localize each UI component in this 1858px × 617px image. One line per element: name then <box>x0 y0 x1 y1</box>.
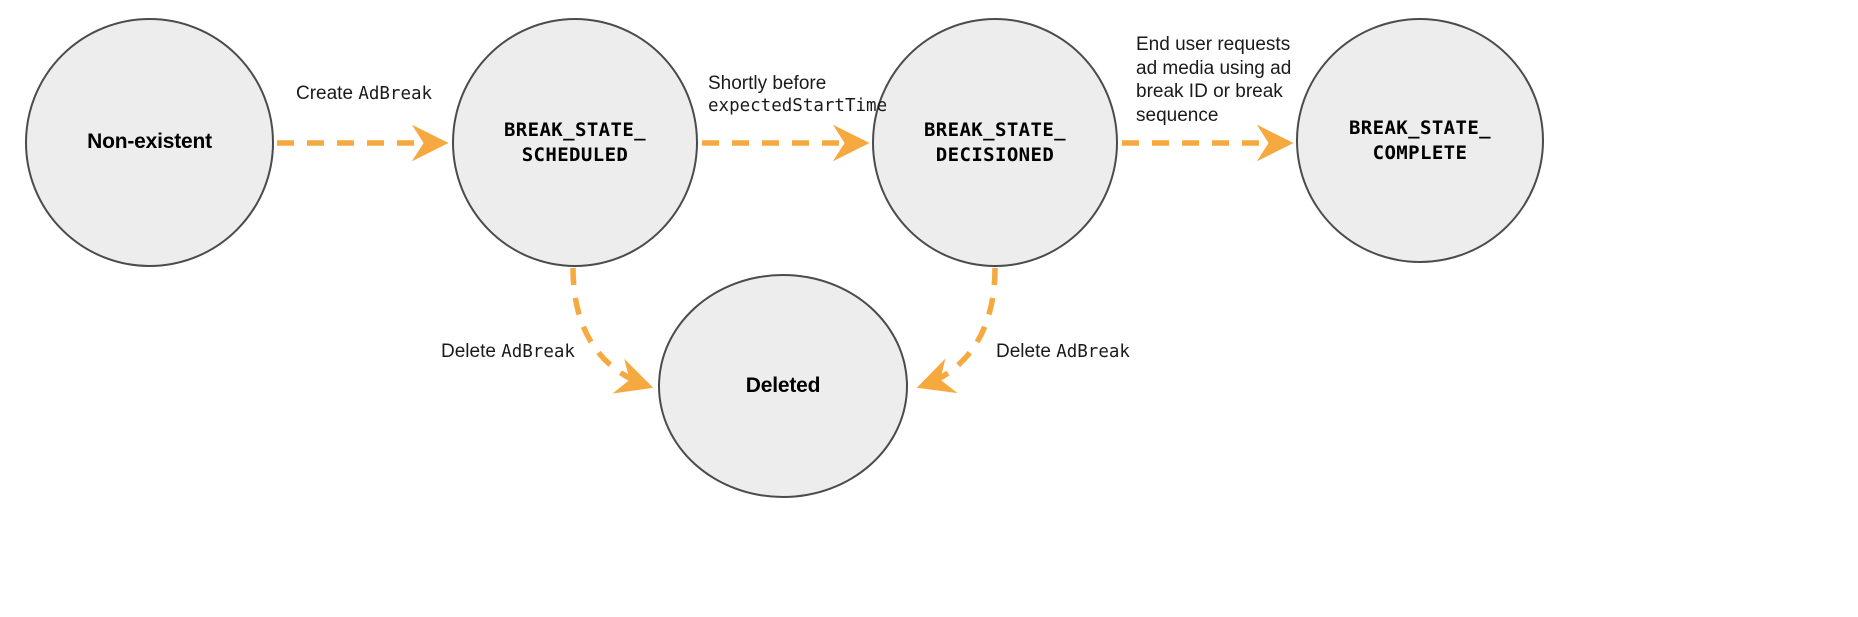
edge-label-line-2: expectedStartTime <box>708 95 888 116</box>
edge-label-text-code: AdBreak <box>358 84 433 104</box>
edge-label-end-user-requests-ad-media: End user requests ad media using ad brea… <box>1136 33 1311 127</box>
edge-label-line-3: break ID or break <box>1136 81 1283 103</box>
edge-delete-adbreak-from-scheduled <box>570 267 654 394</box>
edge-label-delete-adbreak-from-scheduled: Delete AdBreak <box>441 340 575 364</box>
edge-label-text-prose: Create <box>296 83 359 104</box>
edge-label-line-4: sequence <box>1136 104 1219 126</box>
edge-label-line-1: Shortly before <box>708 73 827 94</box>
edge-label-line-2: ad media using ad <box>1136 57 1292 79</box>
state-node-label: BREAK_STATE_ SCHEDULED <box>503 119 647 166</box>
state-node-break-state-complete[interactable]: BREAK_STATE_ COMPLETE <box>1296 18 1544 263</box>
state-node-deleted[interactable]: Deleted <box>658 274 908 498</box>
state-node-label: Non-existent <box>87 130 212 154</box>
edge-label-delete-adbreak-from-decisioned: Delete AdBreak <box>996 340 1130 364</box>
state-node-label: Deleted <box>745 373 821 397</box>
state-node-non-existent[interactable]: Non-existent <box>25 18 274 267</box>
edge-label-text-code: AdBreak <box>501 342 575 362</box>
state-node-break-state-decisioned[interactable]: BREAK_STATE_ DECISIONED <box>872 18 1118 267</box>
edge-label-shortly-before-expected-start-time: Shortly before expectedStartTime <box>708 72 887 117</box>
edge-label-text-prose: Delete <box>996 341 1057 362</box>
edge-label-create-adbreak: Create AdBreak <box>296 82 432 106</box>
state-node-break-state-scheduled[interactable]: BREAK_STATE_ SCHEDULED <box>452 18 698 267</box>
state-node-label: BREAK_STATE_ COMPLETE <box>1348 117 1492 164</box>
state-node-label: BREAK_STATE_ DECISIONED <box>923 119 1067 166</box>
edge-delete-adbreak-from-decisioned <box>916 267 998 394</box>
edge-label-text-code: AdBreak <box>1056 342 1130 362</box>
edge-label-line-1: End user requests <box>1136 34 1291 55</box>
edge-label-text-prose: Delete <box>441 341 502 362</box>
